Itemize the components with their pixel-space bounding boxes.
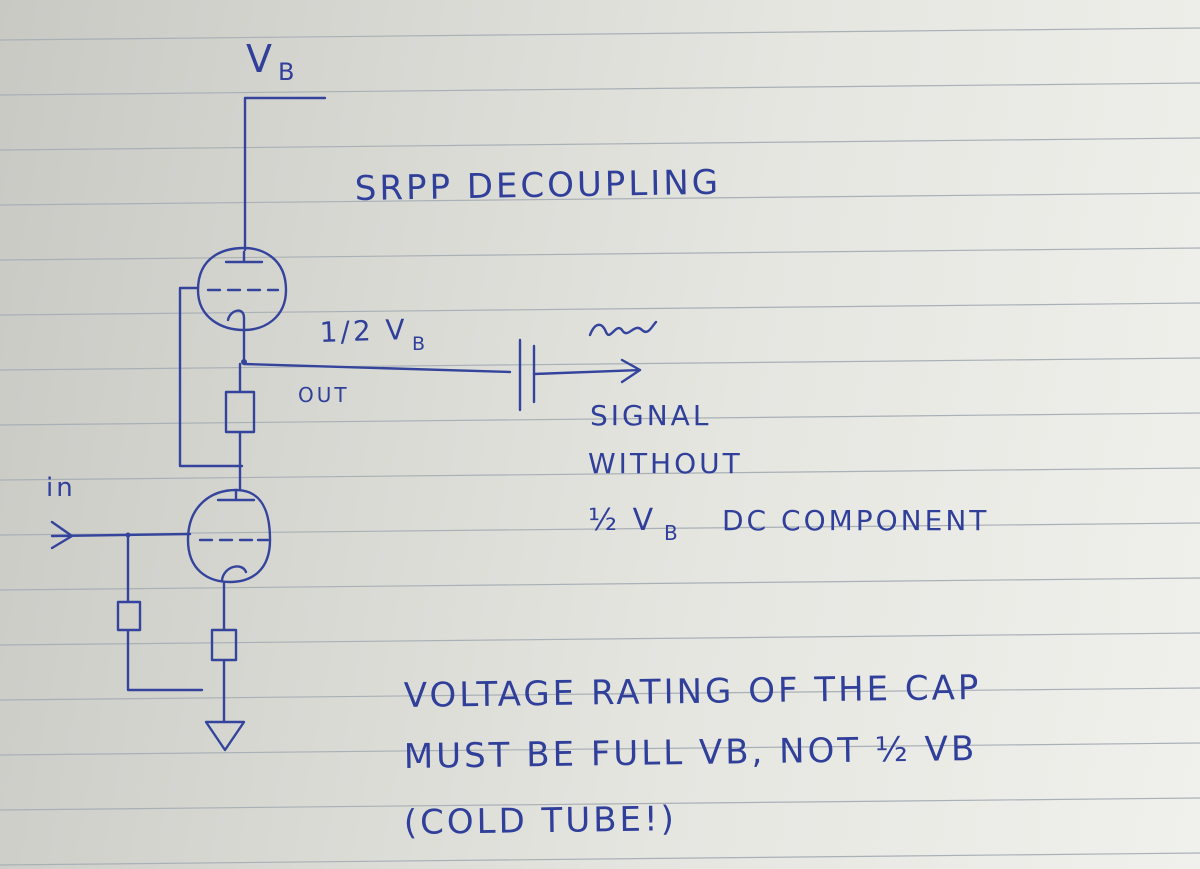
supply-rail (243, 96, 327, 252)
signal-note-line2: WITHOUT (588, 447, 743, 480)
grid-resistor (116, 533, 204, 692)
lower-tube (186, 488, 272, 584)
out-label: OUT (298, 383, 350, 407)
ground-icon (204, 720, 246, 752)
signal-note-line3: ½ V (588, 503, 656, 538)
upper-grid-wire (178, 286, 244, 468)
vb-supply-subscript: B (278, 58, 297, 86)
signal-note-line3-subscript: B (664, 521, 681, 545)
cathode-resistor (210, 580, 238, 724)
half-vb-subscript: B (412, 333, 428, 355)
half-vb-label: 1/2 V (319, 313, 408, 349)
voltage-note-line3: (COLD TUBE!) (404, 799, 678, 843)
coupling-capacitor (518, 338, 536, 412)
diagram-title: SRPP DECOUPLING (354, 163, 721, 209)
in-label: in (46, 473, 76, 503)
voltage-note-line2: MUST BE FULL VB, NOT ½ VB (404, 729, 978, 777)
srpp-schematic (50, 96, 658, 752)
voltage-note-line1: VOLTAGE RATING OF THE CAP (404, 668, 982, 716)
ruled-lines (0, 27, 1200, 866)
input-wire (50, 520, 192, 550)
vb-supply-label: V (246, 37, 275, 81)
signal-wave-icon (588, 320, 658, 337)
output-wire (242, 362, 512, 374)
signal-note-line3-rest: DC COMPONENT (722, 504, 989, 537)
upper-resistor (224, 362, 256, 492)
signal-note-line1: SIGNAL (590, 399, 711, 432)
signal-arrow (532, 358, 642, 384)
annotations: V B SRPP DECOUPLING 1/2 V B OUT in SIGNA… (46, 37, 989, 843)
upper-tube (196, 246, 288, 332)
